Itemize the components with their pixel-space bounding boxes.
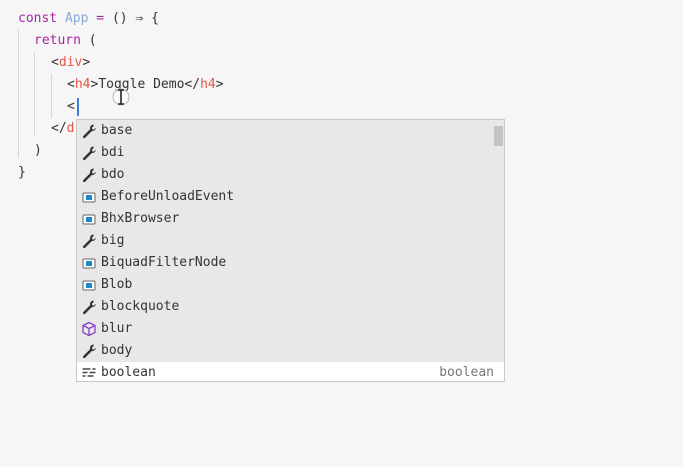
code-line-2[interactable]: return (: [34, 30, 97, 52]
tag-name-h4: h4: [74, 77, 91, 92]
keyword-return: return: [34, 33, 81, 48]
suggestion-item[interactable]: BhxBrowser: [77, 208, 504, 230]
indent-guide: [51, 74, 52, 118]
indent-guide: [18, 30, 19, 158]
suggestion-label: body: [101, 343, 133, 358]
tag-bracket: >: [90, 77, 99, 92]
suggestion-label: BeforeUnloadEvent: [101, 189, 235, 204]
suggestion-item[interactable]: boolean boolean: [77, 362, 504, 381]
suggestion-item[interactable]: bdo: [77, 164, 504, 186]
tag-bracket: <: [67, 77, 75, 92]
class-icon: [82, 192, 96, 203]
code-line-6[interactable]: </d: [51, 118, 74, 140]
code-line-3[interactable]: <div>: [51, 52, 90, 74]
tag-name-h4: h4: [200, 77, 216, 92]
suggestion-item[interactable]: BiquadFilterNode: [77, 252, 504, 274]
wrench-icon: [82, 168, 96, 183]
suggestion-item[interactable]: blur: [77, 318, 504, 340]
tag-name-div: div: [58, 55, 83, 70]
identifier-app: App: [64, 11, 89, 26]
brace-close: }: [18, 165, 26, 180]
arrow-function: () ⇒ {: [111, 11, 159, 26]
suggestion-label: BhxBrowser: [101, 211, 180, 226]
suggestion-item[interactable]: big: [77, 230, 504, 252]
paren-close: ): [34, 143, 42, 158]
code-line-5[interactable]: <: [67, 96, 75, 118]
suggestion-item[interactable]: body: [77, 340, 504, 362]
suggestion-label: BiquadFilterNode: [101, 255, 227, 270]
wrench-icon: [82, 300, 96, 315]
tag-bracket: <: [67, 99, 75, 114]
code-line-1[interactable]: const App = () ⇒ {: [18, 8, 159, 30]
scrollbar-thumb[interactable]: [494, 126, 503, 146]
heading-text: Toggle Demo: [98, 77, 185, 92]
suggestion-detail: boolean: [439, 365, 494, 380]
suggestion-item[interactable]: base: [77, 120, 504, 142]
keyword-const: const: [18, 11, 58, 26]
code-line-7[interactable]: ): [34, 140, 42, 162]
wrench-icon: [82, 146, 96, 161]
indent-guide: [34, 52, 35, 136]
tag-bracket: <: [51, 55, 59, 70]
class-icon: [82, 258, 96, 269]
code-line-4[interactable]: <h4>Toggle Demo</h4>: [67, 74, 224, 96]
suggestion-label: bdo: [101, 167, 125, 182]
suggestion-item[interactable]: blockquote: [77, 296, 504, 318]
suggestion-item[interactable]: BeforeUnloadEvent: [77, 186, 504, 208]
suggestion-label: blockquote: [101, 299, 180, 314]
class-icon: [82, 280, 96, 291]
operator-assign: =: [96, 11, 105, 26]
tag-bracket: </: [51, 121, 67, 136]
wrench-icon: [82, 344, 96, 359]
text-cursor: [77, 98, 79, 116]
wrench-icon: [82, 124, 96, 139]
paren-open: (: [88, 33, 97, 48]
suggestion-label: boolean: [101, 365, 156, 380]
suggestion-label: Blob: [101, 277, 133, 292]
wrench-icon: [82, 234, 96, 249]
suggestion-item[interactable]: Blob: [77, 274, 504, 296]
suggestion-item[interactable]: bdi: [77, 142, 504, 164]
tag-bracket: >: [82, 55, 91, 70]
class-icon: [82, 214, 96, 225]
suggestion-label: base: [101, 123, 133, 138]
suggestion-label: big: [101, 233, 125, 248]
keyword-icon: [82, 368, 96, 377]
cube-icon: [82, 321, 96, 337]
suggestion-label: blur: [101, 321, 133, 336]
ibeam-cursor-icon: [112, 88, 130, 106]
code-line-8[interactable]: }: [18, 162, 26, 184]
tag-name-div-partial: d: [66, 121, 75, 136]
tag-bracket: >: [215, 77, 224, 92]
tag-bracket: </: [184, 77, 201, 92]
suggestion-label: bdi: [101, 145, 125, 160]
